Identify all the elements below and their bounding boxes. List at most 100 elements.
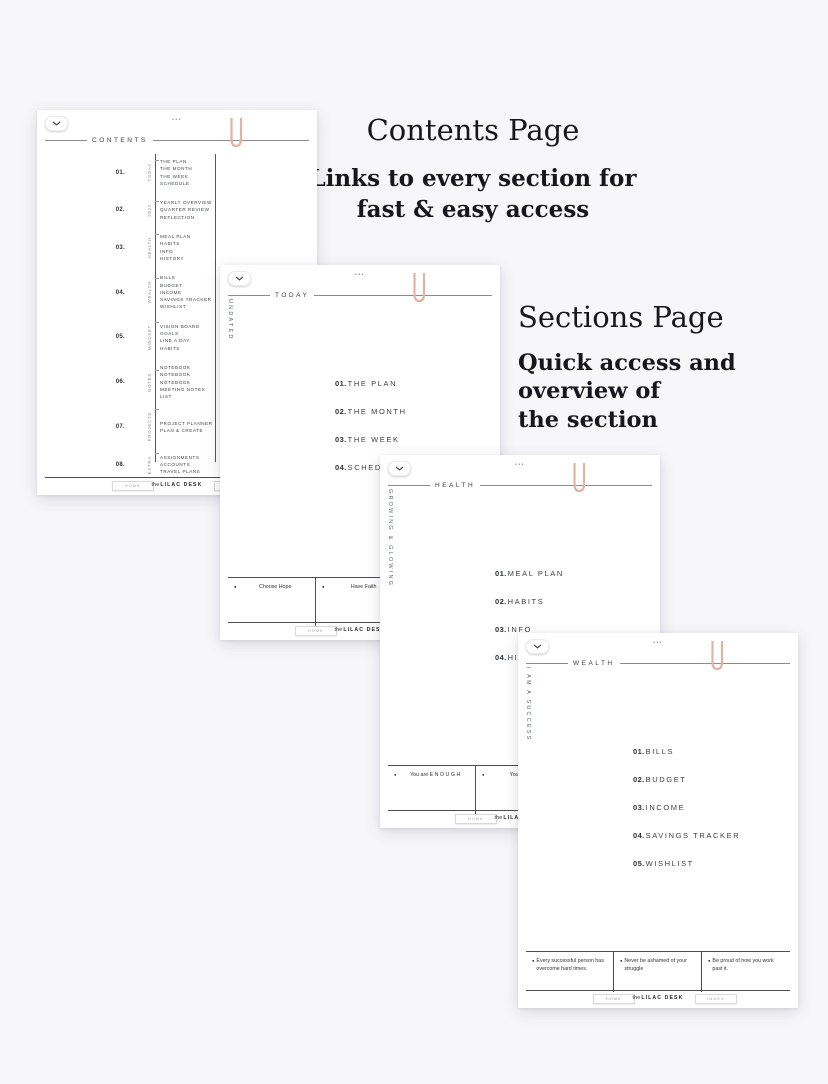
quote-text: Never be ashamed of your struggle <box>624 958 687 973</box>
menu-item[interactable]: 01.MEAL PLAN <box>495 569 564 578</box>
chevron-down-icon <box>395 466 404 471</box>
ellipsis-icon: ••• <box>172 117 182 123</box>
toc-number[interactable]: 08. <box>115 461 125 468</box>
home-button[interactable]: HOME <box>593 994 635 1004</box>
chevron-pill-button[interactable] <box>228 271 251 286</box>
wealth-page: ••• WEALTH I AM A SUCCESS 01.BILLS 02.BU… <box>518 633 798 1008</box>
quote-text: Every successful person has overcome har… <box>536 958 604 973</box>
page-title: HEALTH <box>435 481 476 489</box>
toc-group: 07. PROJECTS PROJECT PLANNER PLAN & CREA… <box>37 409 317 442</box>
page-title: WEALTH <box>573 659 615 667</box>
quote-cell: ● Never be ashamed of your struggle <box>614 952 702 992</box>
toc-number[interactable]: 01. <box>115 169 125 176</box>
toc-group: 06. NOTES NOTEBOOK NOTEBOOK NOTEBOOK MEE… <box>37 364 317 400</box>
toc-category-label: EXTRA <box>147 455 152 474</box>
sections-caption-subtitle-line1: Quick access and overview of <box>518 350 736 405</box>
toc-category-label: TODAY <box>147 163 152 182</box>
side-label: UNDATED <box>227 299 233 341</box>
sections-caption-subtitle-line2: the section <box>518 406 658 433</box>
brand-label: theLILAC DESK <box>151 482 203 488</box>
menu-item[interactable]: 01.THE PLAN <box>335 379 398 388</box>
bullet-icon: ● <box>532 958 535 963</box>
menu-item[interactable]: 05.WISHLIST <box>633 859 694 868</box>
menu-item[interactable]: 04.SAVINGS TRACKER <box>633 831 741 840</box>
toc-items[interactable]: BILLS BUDGET INCOME SAVINGS TRACKER WISH… <box>160 275 212 310</box>
menu-item[interactable]: 03.THE WEEK <box>335 435 400 444</box>
toc-group: 08. EXTRA ASSIGNMENTS ACCOUNTS TRAVEL PL… <box>37 452 317 476</box>
section-menu: 01.THE PLAN 02.THE MONTH 03.THE WEEK 04.… <box>335 373 407 485</box>
brand-label: theLILAC DESK <box>334 627 386 633</box>
toc-number[interactable]: 04. <box>115 289 125 296</box>
toc-items[interactable]: PROJECT PLANNER PLAN & CREATE <box>160 420 213 434</box>
toc-number[interactable]: 07. <box>115 424 125 431</box>
home-button[interactable]: HOME <box>112 481 154 491</box>
quote-cell: ● Have Faith <box>316 578 404 626</box>
toc-category-label: PROJECTS <box>147 412 152 442</box>
quote-band: ● Every successful person has overcome h… <box>526 951 790 992</box>
bullet-icon: ● <box>482 772 485 777</box>
toc-items[interactable]: MEAL PLAN HABITS INFO HISTORY <box>160 234 191 261</box>
quote-text: Be proud of how you work past it. <box>712 958 774 973</box>
menu-item[interactable]: 03.INFO <box>495 625 532 634</box>
quote-text: Choose Hope <box>259 584 292 590</box>
toc-number[interactable]: 03. <box>115 244 125 251</box>
quote-cell: ● Choose Hope <box>228 578 316 626</box>
page-footer: HOME theLILAC DESK INDEX <box>526 990 790 1004</box>
home-button[interactable]: HOME <box>295 626 337 636</box>
paperclip-icon <box>711 641 724 671</box>
contents-caption-subtitle-line1: Links to every section for <box>309 165 637 192</box>
paperclip-icon <box>573 463 586 493</box>
toc-items[interactable]: ASSIGNMENTS ACCOUNTS TRAVEL PLANS <box>160 454 201 475</box>
toc-group: 04. WEALTH BILLS BUDGET INCOME SAVINGS T… <box>37 274 317 310</box>
menu-item[interactable]: 01.BILLS <box>633 747 675 756</box>
toc-category: NOTES <box>125 369 159 392</box>
header-rule: CONTENTS <box>45 136 309 144</box>
home-button[interactable]: HOME <box>455 814 497 824</box>
toc-number[interactable]: 06. <box>115 379 125 386</box>
toc-category: TODAY <box>125 160 159 182</box>
chevron-pill-button[interactable] <box>526 639 549 654</box>
quote-text: Have Faith <box>350 584 377 590</box>
contents-caption-subtitle: Links to every section for fast & easy a… <box>303 163 643 226</box>
sections-caption-title: Sections Page <box>518 300 724 334</box>
bullet-icon: ● <box>394 772 397 777</box>
toc-number[interactable]: 02. <box>115 207 125 214</box>
toc-category: 2021 <box>125 200 159 217</box>
menu-item[interactable]: 03.INCOME <box>633 803 686 812</box>
bullet-icon: ● <box>620 958 623 963</box>
toc-items[interactable]: YEARLY OVERVIEW QUARTER REVIEW REFLECTIO… <box>160 200 212 220</box>
toc-number[interactable]: 05. <box>115 334 125 341</box>
chevron-pill-button[interactable] <box>45 116 68 131</box>
toc-category-label: NOTES <box>147 372 152 392</box>
chevron-down-icon <box>533 644 542 649</box>
menu-item[interactable]: 02.HABITS <box>495 597 545 606</box>
toc-category-label: MINDSET <box>147 324 152 350</box>
toc-items[interactable]: NOTEBOOK NOTEBOOK NOTEBOOK MEETING NOTES… <box>160 364 206 400</box>
bullet-icon: ● <box>322 584 325 589</box>
toc-category: WEALTH <box>125 278 159 304</box>
menu-item[interactable]: 04.SCHEDULE <box>335 463 402 472</box>
index-button[interactable]: INDEX <box>695 994 737 1004</box>
header-rule: TODAY <box>228 291 492 299</box>
chevron-pill-button[interactable] <box>388 461 411 476</box>
side-label: GROWING & GLOWING <box>387 489 393 588</box>
quote-band: ● Choose Hope ● Have Faith <box>228 577 492 626</box>
page-title: CONTENTS <box>92 136 148 144</box>
toc-right-line <box>215 154 216 462</box>
ellipsis-icon: ••• <box>355 272 365 278</box>
chevron-down-icon <box>235 276 244 281</box>
section-menu: 01.BILLS 02.BUDGET 03.INCOME 04.SAVINGS … <box>633 741 740 881</box>
toc-group: 05. MINDSET VISION BOARD GOALS LINE A DA… <box>37 321 317 352</box>
menu-item[interactable]: 02.BUDGET <box>633 775 687 784</box>
toc-items[interactable]: VISION BOARD GOALS LINE A DAY HABITS <box>160 323 200 351</box>
toc-category: EXTRA <box>125 452 159 474</box>
bullet-icon: ● <box>234 584 237 589</box>
paperclip-icon <box>413 273 426 303</box>
toc-category: PROJECTS <box>125 409 159 442</box>
toc-items[interactable]: THE PLAN THE MONTH THE WEEK SCHEDULE <box>160 159 193 186</box>
contents-caption-title: Contents Page <box>366 113 580 147</box>
menu-item[interactable]: 02.THE MONTH <box>335 407 407 416</box>
toc-category: HEALTH <box>125 233 159 258</box>
quote-text: You are E N O U G H <box>410 772 461 778</box>
paperclip-icon <box>230 118 243 148</box>
